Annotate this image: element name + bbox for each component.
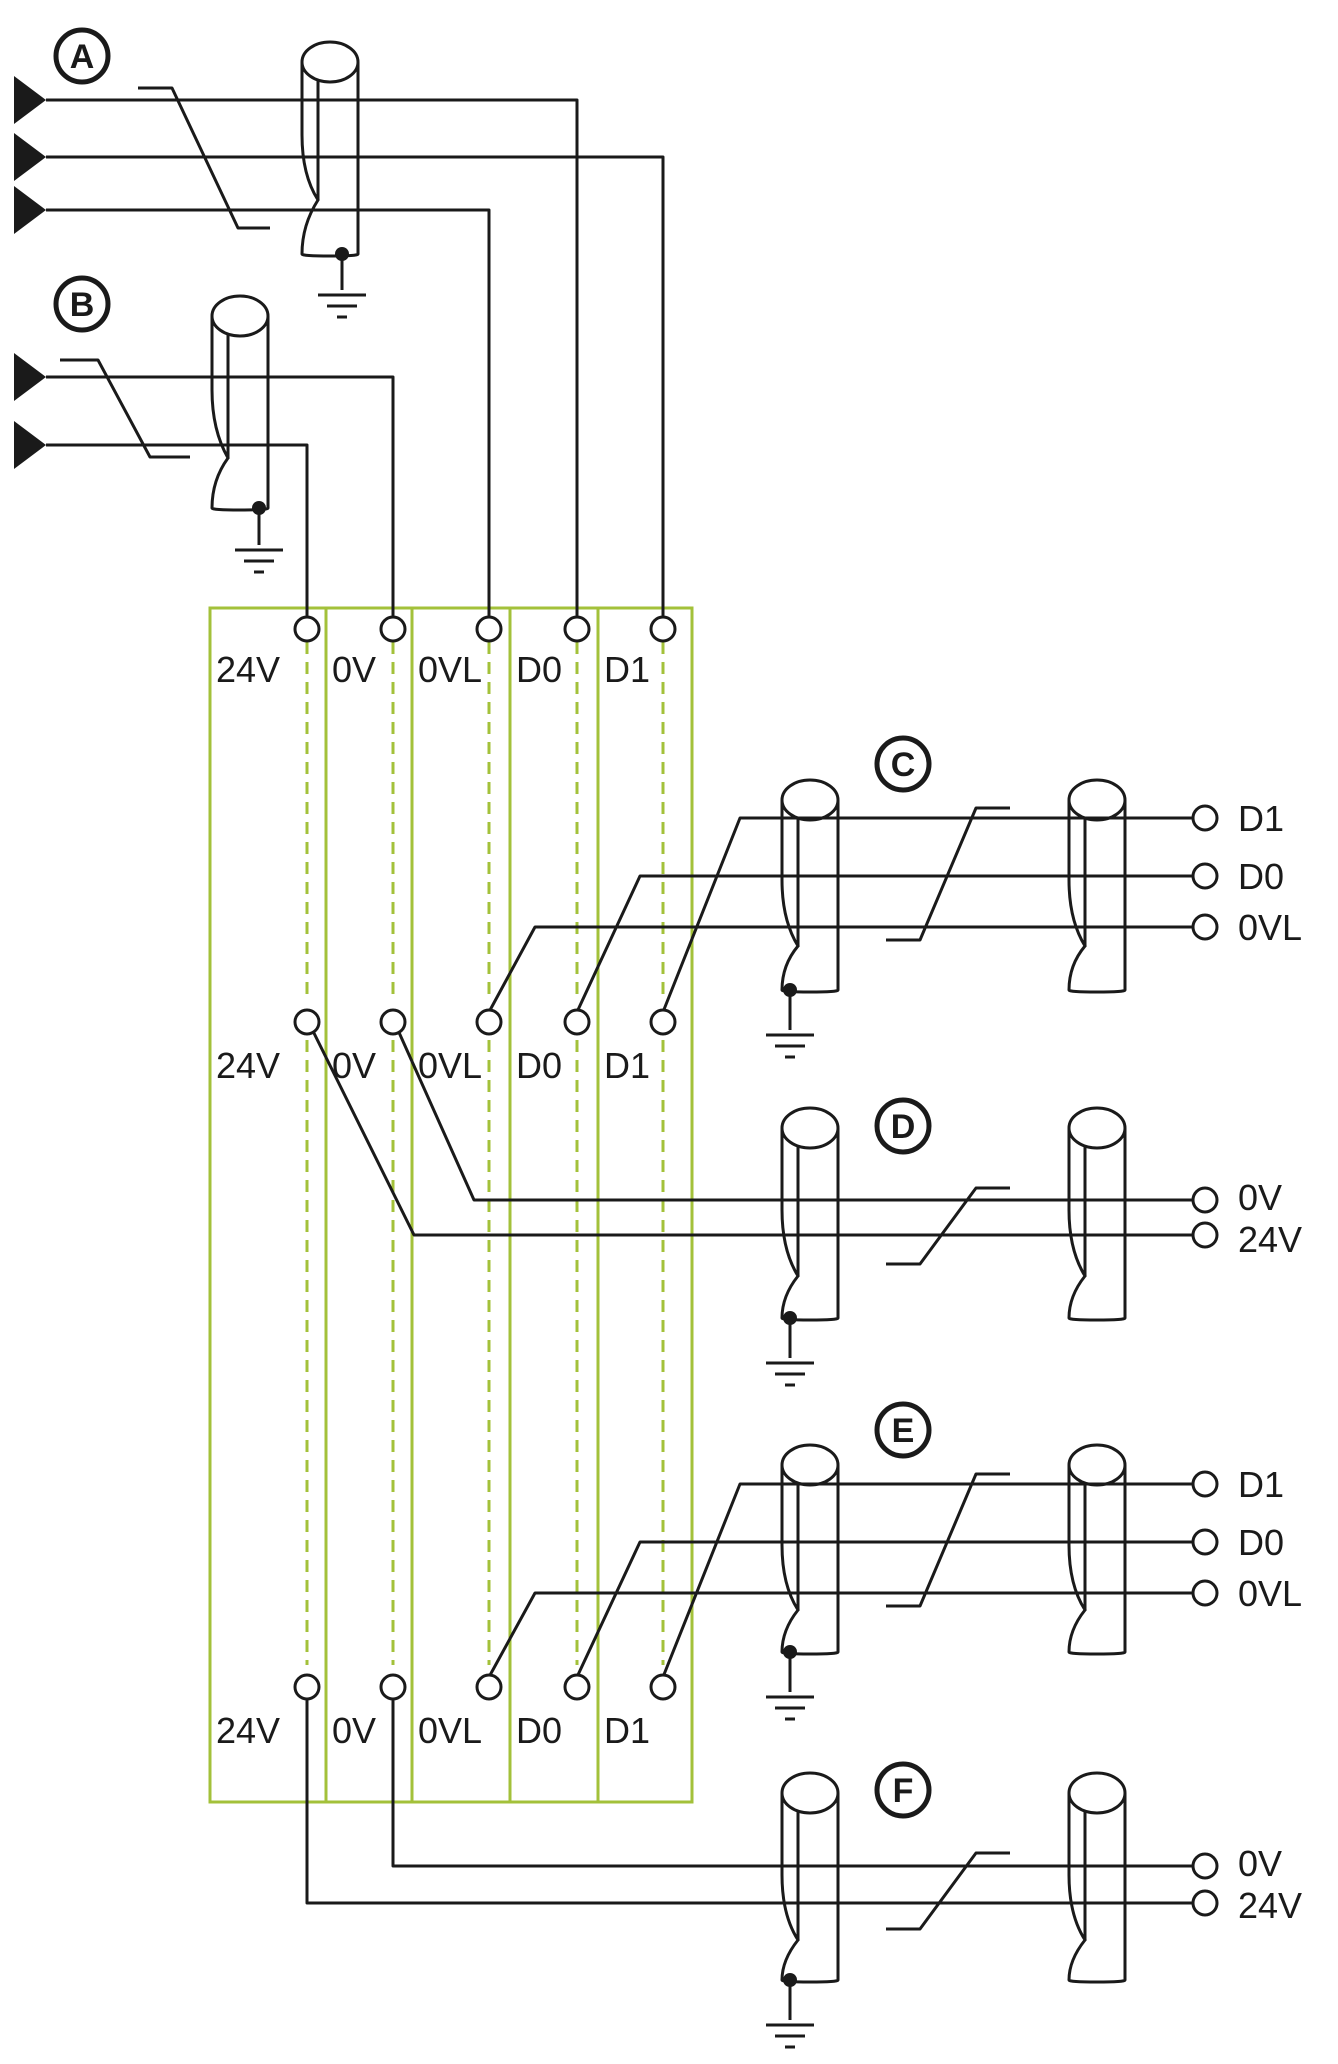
output-label: 0VL bbox=[1238, 1573, 1302, 1614]
badge-label: F bbox=[893, 1772, 914, 1810]
shield-icon bbox=[300, 40, 360, 258]
badge-label: D bbox=[891, 1108, 916, 1146]
terminal-label: 0V bbox=[332, 649, 376, 690]
shield-icon bbox=[1067, 1443, 1127, 1656]
terminal-label: D0 bbox=[516, 1045, 562, 1086]
output-terminal-icon bbox=[1191, 1221, 1219, 1249]
shield-icon bbox=[1067, 778, 1127, 994]
shield-icon bbox=[780, 1106, 840, 1322]
output-terminal-icon bbox=[1191, 913, 1219, 941]
input-arrow-icon bbox=[14, 421, 46, 469]
badge-d: D bbox=[874, 1097, 932, 1155]
ground-icon bbox=[764, 1033, 816, 1059]
terminal-icon bbox=[293, 1673, 321, 1701]
cable-f bbox=[305, 1685, 1193, 2049]
shield-icon bbox=[1067, 1771, 1127, 1984]
output-label: 0V bbox=[1238, 1177, 1282, 1218]
output-terminal-icon bbox=[1191, 1579, 1219, 1607]
shield-icon bbox=[780, 778, 840, 994]
terminal-icon bbox=[563, 1008, 591, 1036]
terminal-icon bbox=[293, 615, 321, 643]
badge-label: B bbox=[70, 286, 95, 324]
output-label: D0 bbox=[1238, 856, 1284, 897]
badge-label: A bbox=[70, 38, 95, 76]
ground-icon bbox=[764, 1361, 816, 1387]
terminal-icon bbox=[475, 615, 503, 643]
shield-icon bbox=[780, 1443, 840, 1656]
terminal-label: D0 bbox=[516, 649, 562, 690]
outputs-c: D1 D0 0VL bbox=[1191, 798, 1302, 948]
cable-c bbox=[487, 778, 1193, 1059]
terminal-label: 0V bbox=[332, 1710, 376, 1751]
terminal-icon bbox=[649, 615, 677, 643]
output-label: 24V bbox=[1238, 1219, 1302, 1260]
terminal-label: D1 bbox=[604, 1045, 650, 1086]
input-arrow-icon bbox=[14, 76, 46, 124]
ground-icon bbox=[316, 293, 368, 319]
output-terminal-icon bbox=[1191, 1470, 1219, 1498]
shield-icon bbox=[780, 1771, 840, 1984]
terminal-label: 24V bbox=[216, 1045, 280, 1086]
output-label: D1 bbox=[1238, 1464, 1284, 1505]
shield-icon bbox=[210, 294, 270, 512]
terminal-icon bbox=[379, 615, 407, 643]
terminal-icon bbox=[563, 615, 591, 643]
outputs-e: D1 D0 0VL bbox=[1191, 1464, 1302, 1614]
cable-b bbox=[14, 294, 395, 629]
input-arrow-icon bbox=[14, 133, 46, 181]
output-terminal-icon bbox=[1191, 862, 1219, 890]
terminal-label: 0VL bbox=[418, 1045, 482, 1086]
terminal-block bbox=[208, 606, 694, 1804]
output-terminal-icon bbox=[1191, 1528, 1219, 1556]
output-label: D0 bbox=[1238, 1522, 1284, 1563]
terminal-label: 24V bbox=[216, 1710, 280, 1751]
output-label: 0VL bbox=[1238, 907, 1302, 948]
terminal-icon bbox=[379, 1008, 407, 1036]
terminal-row-3: 24V 0V 0VL D0 D1 bbox=[216, 1673, 677, 1751]
terminal-label: 0VL bbox=[418, 649, 482, 690]
terminal-label: D0 bbox=[516, 1710, 562, 1751]
output-label: D1 bbox=[1238, 798, 1284, 839]
terminal-label: D1 bbox=[604, 1710, 650, 1751]
output-label: 0V bbox=[1238, 1843, 1282, 1884]
output-terminal-icon bbox=[1191, 1852, 1219, 1880]
ground-icon bbox=[764, 1695, 816, 1721]
terminal-icon bbox=[649, 1673, 677, 1701]
badge-label: C bbox=[891, 746, 916, 784]
terminal-icon bbox=[379, 1673, 407, 1701]
outputs-f: 0V 24V bbox=[1191, 1843, 1302, 1926]
terminal-label: 24V bbox=[216, 649, 280, 690]
output-terminal-icon bbox=[1191, 1186, 1219, 1214]
terminal-row-2: 24V 0V 0VL D0 D1 bbox=[216, 1008, 677, 1086]
terminal-label: D1 bbox=[604, 649, 650, 690]
badge-a: A bbox=[53, 27, 111, 85]
ground-icon bbox=[764, 2023, 816, 2049]
shield-icon bbox=[1067, 1106, 1127, 1322]
output-terminal-icon bbox=[1191, 804, 1219, 832]
terminal-icon bbox=[649, 1008, 677, 1036]
terminal-icon bbox=[475, 1008, 503, 1036]
terminal-label: 0V bbox=[332, 1045, 376, 1086]
terminal-label: 0VL bbox=[418, 1710, 482, 1751]
outputs-d: 0V 24V bbox=[1191, 1177, 1302, 1260]
badge-label: E bbox=[892, 1412, 915, 1450]
cable-d bbox=[305, 1018, 1193, 1387]
terminal-icon bbox=[563, 1673, 591, 1701]
terminal-icon bbox=[475, 1673, 503, 1701]
input-arrow-icon bbox=[14, 353, 46, 401]
badge-e: E bbox=[874, 1401, 932, 1459]
output-label: 24V bbox=[1238, 1885, 1302, 1926]
badge-b: B bbox=[53, 275, 111, 333]
badge-f: F bbox=[874, 1761, 932, 1819]
badge-c: C bbox=[874, 735, 932, 793]
terminal-row-1: 24V 0V 0VL D0 D1 bbox=[216, 615, 677, 690]
ground-icon bbox=[233, 548, 285, 574]
input-arrow-icon bbox=[14, 186, 46, 234]
terminal-icon bbox=[293, 1008, 321, 1036]
cable-a bbox=[14, 40, 665, 629]
output-terminal-icon bbox=[1191, 1889, 1219, 1917]
cable-e bbox=[487, 1443, 1193, 1721]
